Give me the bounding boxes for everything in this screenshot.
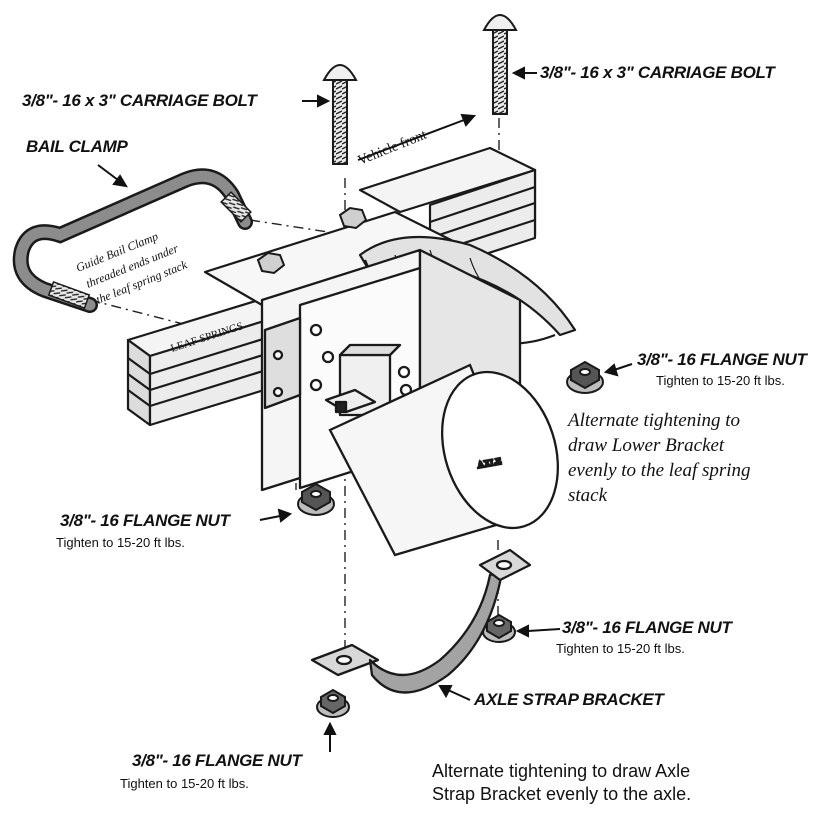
flange-nut-lower-right-label: 3/8"- 16 FLANGE NUT [562, 618, 732, 637]
flange-nut-bottom-label: 3/8"- 16 FLANGE NUT [132, 751, 302, 770]
flange-nut-left-icon [297, 482, 335, 516]
axle-strap-bracket [310, 548, 532, 694]
flange-nut-bottom-icon [316, 688, 350, 718]
flange-nut-left-torque: Tighten to 15-20 ft lbs. [56, 535, 185, 550]
flange-nut-bottom-torque: Tighten to 15-20 ft lbs. [120, 776, 249, 791]
leader-arrows [97, 66, 633, 752]
flange-nut-right-icon [566, 360, 604, 394]
flange-nut-right-torque: Tighten to 15-20 ft lbs. [656, 373, 785, 388]
flange-nut-lower-right-torque: Tighten to 15-20 ft lbs. [556, 641, 685, 656]
flange-nut-left-label: 3/8"- 16 FLANGE NUT [60, 511, 230, 530]
carriage-bolt-left-label: 3/8"- 16 x 3" CARRIAGE BOLT [22, 91, 257, 110]
lower-bracket-note: Alternate tightening to draw Lower Brack… [568, 410, 751, 506]
bail-clamp [12, 168, 253, 313]
axle: AXLE [328, 363, 560, 557]
carriage-bolt-left [322, 64, 358, 165]
vehicle-front-label: Vehicle front [356, 128, 429, 169]
axle-strap-bracket-label: AXLE STRAP BRACKET [474, 690, 664, 709]
guide-note: Guide Bail Clamp threaded ends under the… [74, 229, 190, 307]
carriage-bolt-right [482, 14, 518, 115]
flange-nut-right-label: 3/8"- 16 FLANGE NUT [637, 350, 807, 369]
axle-strap-note: Alternate tightening to draw Axle Strap … [432, 761, 692, 804]
bracket-top-nuts [256, 206, 368, 275]
carriage-bolt-right-label: 3/8"- 16 x 3" CARRIAGE BOLT [540, 63, 775, 82]
flange-nut-lower-right-icon [482, 613, 516, 643]
bail-clamp-label: BAIL CLAMP [26, 137, 128, 156]
